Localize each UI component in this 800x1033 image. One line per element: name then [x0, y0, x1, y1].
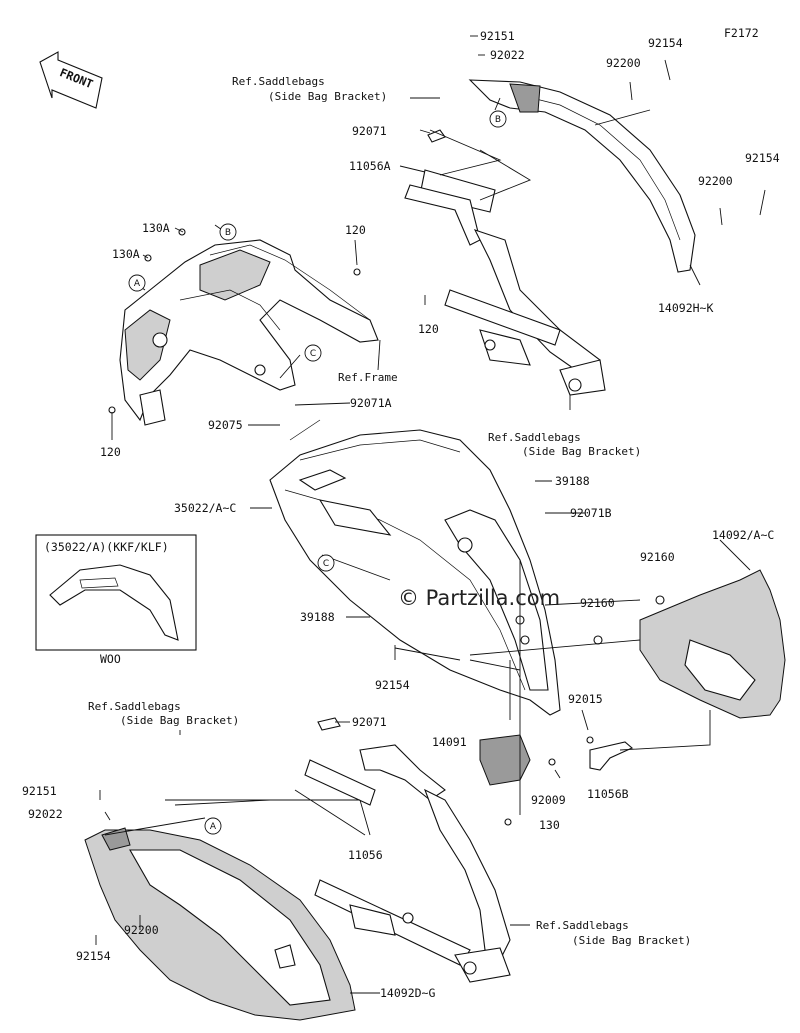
label-35022: 35022/A~C [174, 501, 236, 515]
label-11056A: 11056A [349, 159, 391, 173]
label-92015: 92015 [568, 692, 603, 706]
ref-saddle-top-2: (Side Bag Bracket) [268, 90, 387, 103]
ref-saddle-bot-1: Ref.Saddlebags [536, 919, 629, 932]
label-14091: 14091 [432, 735, 467, 749]
label-92151-b: 92151 [22, 784, 57, 798]
ref-frame: Ref.Frame [338, 371, 398, 384]
part-labels: 92151 92022 92154 92200 92154 92200 9207… [22, 29, 780, 1000]
label-14092DG: 14092D~G [380, 986, 435, 1000]
inset-box: (35022/A)(KKF/KLF) WOO [35, 534, 197, 666]
side-cover-lower-left [84, 827, 356, 1021]
reference-labels: Ref.Saddlebags (Side Bag Bracket) Ref.Fr… [88, 75, 691, 947]
label-92071-b: 92071 [352, 715, 387, 729]
label-14092HK: 14092H~K [658, 301, 713, 315]
ref-saddle-mid-2: (Side Bag Bracket) [522, 445, 641, 458]
callout-a-frame: A [134, 279, 141, 289]
label-92154-c: 92154 [375, 678, 410, 692]
callout-b-top: B [495, 115, 501, 125]
ref-saddle-top-1: Ref.Saddlebags [232, 75, 325, 88]
label-92200-b: 92200 [698, 174, 733, 188]
label-92071B: 92071B [570, 506, 612, 520]
label-92151-top: 92151 [480, 29, 515, 43]
side-cover-lower-right [593, 569, 786, 719]
ref-saddle-low-2: (Side Bag Bracket) [120, 714, 239, 727]
label-92160-a: 92160 [640, 550, 675, 564]
label-92009: 92009 [531, 793, 566, 807]
frame-bracket [108, 228, 379, 426]
label-92022-b: 92022 [28, 807, 63, 821]
label-120-c: 120 [100, 445, 121, 459]
label-92154-a: 92154 [648, 36, 683, 50]
label-92154-d: 92154 [76, 949, 111, 963]
label-11056B: 11056B [587, 787, 629, 801]
rear-fender [269, 419, 561, 716]
label-92200-a: 92200 [606, 56, 641, 70]
callout-c-fender: C [323, 559, 329, 569]
label-92071A: 92071A [350, 396, 392, 410]
callout-a-lower: A [210, 822, 217, 832]
ref-saddle-mid-1: Ref.Saddlebags [488, 431, 581, 444]
side-cover-upper [468, 79, 696, 273]
label-39188-b: 39188 [300, 610, 335, 624]
label-120-a: 120 [345, 223, 366, 237]
callout-circles: B B A C C A [128, 110, 507, 835]
label-92160-b: 92160 [580, 596, 615, 610]
label-92022-top: 92022 [490, 48, 525, 62]
leader-lines [95, 35, 766, 994]
label-92200-c: 92200 [124, 923, 159, 937]
label-14092AC: 14092/A~C [712, 528, 774, 542]
label-92154-b: 92154 [745, 151, 780, 165]
callout-b-frame: B [225, 228, 231, 238]
watermark: © Partzilla.com [398, 586, 560, 610]
label-130A-a: 130A [142, 221, 170, 235]
ref-saddle-low-1: Ref.Saddlebags [88, 700, 181, 713]
label-130: 130 [539, 818, 560, 832]
label-11056: 11056 [348, 848, 383, 862]
callout-c-frame: C [310, 349, 316, 359]
rack-upper [404, 129, 606, 396]
front-arrow-icon: FRONT [39, 51, 103, 109]
figure-code: F2172 [724, 26, 759, 40]
ref-saddle-bot-2: (Side Bag Bracket) [572, 934, 691, 947]
bracket-11056B [504, 736, 634, 826]
label-92071: 92071 [352, 124, 387, 138]
inset-title: (35022/A)(KKF/KLF) [44, 540, 169, 554]
label-130A-b: 130A [112, 247, 140, 261]
label-120-b: 120 [418, 322, 439, 336]
inset-caption: WOO [100, 652, 121, 666]
small-cover [479, 734, 531, 786]
label-92075: 92075 [208, 418, 243, 432]
rack-lower [304, 717, 511, 983]
label-39188-a: 39188 [555, 474, 590, 488]
